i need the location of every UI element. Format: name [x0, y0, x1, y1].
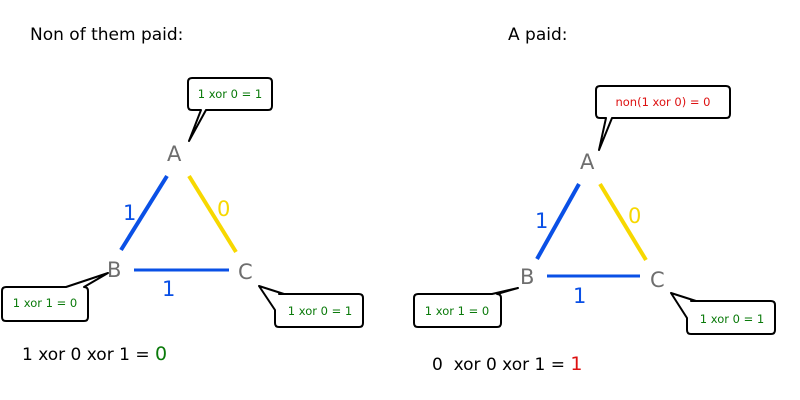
left-formula-result: 0 [155, 343, 167, 365]
left-bubble-a: 1 xor 0 = 1 [187, 77, 273, 142]
right-panel: A paid: 1 0 1 A B C non(1 xor 0) = 0 1 x… [413, 25, 776, 375]
right-bubble-a: non(1 xor 0) = 0 [595, 85, 731, 151]
left-bubble-b-text: 1 xor 1 = 0 [13, 296, 77, 310]
left-edge-ab [119, 174, 169, 252]
left-edge-ac [187, 174, 238, 254]
left-bubble-c: 1 xor 0 = 1 [258, 285, 364, 328]
right-edge-bc-label: 1 [573, 284, 586, 308]
left-title: Non of them paid: [30, 25, 183, 45]
right-node-a: A [580, 150, 595, 174]
left-edge-ac-label: 0 [217, 197, 230, 221]
left-bubble-b: 1 xor 1 = 0 [1, 272, 109, 322]
left-bubble-a-text: 1 xor 0 = 1 [198, 87, 262, 101]
left-formula-expr: 1 xor 0 xor 1 = [22, 345, 155, 365]
right-bubble-b: 1 xor 1 = 0 [413, 287, 519, 328]
right-edge-ab [535, 183, 581, 260]
left-panel: Non of them paid: 1 0 1 A B C 1 xor 0 = … [1, 25, 364, 365]
right-bubble-c-text: 1 xor 0 = 1 [700, 312, 764, 326]
right-formula-expr: 0 xor 0 xor 1 = [432, 355, 570, 375]
left-edge-bc-label: 1 [162, 277, 175, 301]
right-bubble-b-text: 1 xor 1 = 0 [425, 304, 489, 318]
left-node-c: C [238, 260, 253, 284]
right-bubble-a-text: non(1 xor 0) = 0 [615, 95, 710, 109]
right-edge-ac-label: 0 [628, 204, 641, 228]
right-edge-ab-label: 1 [535, 209, 548, 233]
right-bubble-c: 1 xor 0 = 1 [670, 292, 776, 335]
left-node-a: A [167, 142, 182, 166]
right-node-c: C [650, 268, 665, 292]
left-edge-ab-label: 1 [123, 201, 136, 225]
left-node-b: B [107, 258, 121, 282]
right-node-b: B [520, 265, 534, 289]
right-edge-ac [598, 182, 648, 262]
right-formula-result: 1 [570, 353, 582, 375]
right-title: A paid: [508, 25, 567, 45]
left-formula: 1 xor 0 xor 1 = 0 [22, 343, 167, 365]
right-formula: 0 xor 0 xor 1 = 1 [432, 353, 582, 375]
left-bubble-c-text: 1 xor 0 = 1 [288, 304, 352, 318]
